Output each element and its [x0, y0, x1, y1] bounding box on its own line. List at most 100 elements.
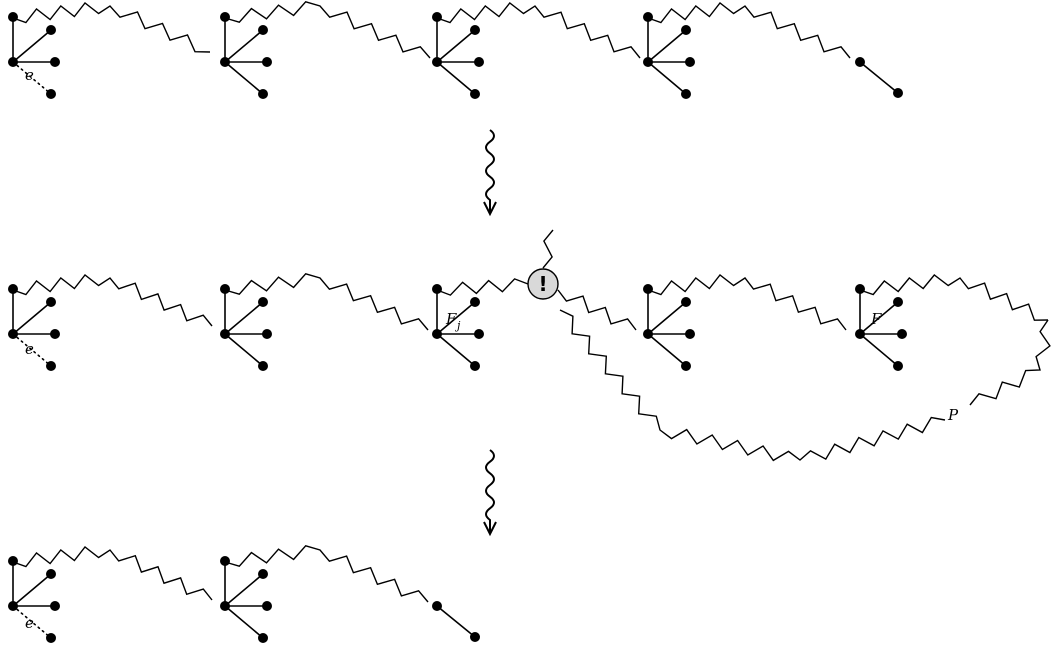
top-star-1-leaf-node-3: [258, 89, 268, 99]
mid-star-0-edge-1: [12, 301, 52, 335]
bottom-star-0-leaf-node-1: [46, 569, 56, 579]
top-star-1-leaf-node-0: [220, 12, 230, 22]
mid-star-3-root-node: [643, 329, 653, 339]
bottom-star-1-leaf-node-0: [220, 556, 230, 566]
edge-label-e-top: e: [25, 66, 34, 84]
top-star-3-leaf-node-1: [681, 25, 691, 35]
top-star-3-root-node: [643, 57, 653, 67]
mid-star-1-edge-3: [224, 333, 264, 367]
mid-star-2-leaf-node-1: [470, 297, 480, 307]
mid-star-1-leaf-node-0: [220, 284, 230, 294]
mid-star-3-leaf-node-0: [643, 284, 653, 294]
mid-zigzag-2: [224, 273, 429, 331]
vertices: [8, 12, 907, 643]
mid-star-0-leaf-node-2: [50, 329, 60, 339]
arrow-top-to-middle-shaft: [485, 129, 495, 212]
mid-star-4-edge-1: [859, 301, 899, 335]
bottom-star-0-leaf-node-3: [46, 633, 56, 643]
top-star-3-leaf-node-3: [681, 89, 691, 99]
bottom-star-1-leaf-node-3: [258, 633, 268, 643]
mid-star-3-edge-3: [647, 333, 687, 367]
bottom-star-1-leaf-node-2: [262, 601, 272, 611]
mid-star-4-leaf-node-0: [855, 284, 865, 294]
mid-star-4-root-node: [855, 329, 865, 339]
top-tail-node-b: [893, 88, 903, 98]
mid-zigzag-P-right: [969, 319, 1051, 406]
path-label-P: P: [947, 406, 959, 424]
mid-star-4-leaf-node-2: [897, 329, 907, 339]
mid-star-2-leaf-node-3: [470, 361, 480, 371]
mid-star-3-leaf-node-1: [681, 297, 691, 307]
mid-star-1-leaf-node-3: [258, 361, 268, 371]
top-star-1-root-node: [220, 57, 230, 67]
mid-star-1-root-node: [220, 329, 230, 339]
conflict-marker: !: [527, 268, 559, 300]
conflict-marker-label: !: [538, 272, 547, 296]
mid-star-4-leaf-node-3: [893, 361, 903, 371]
top-star-2-leaf-node-3: [470, 89, 480, 99]
bottom-tail-node-a: [432, 601, 442, 611]
bottom-zigzag-1: [12, 546, 213, 601]
top-star-3-edge-3: [647, 61, 687, 95]
mid-zigzag-to-marker: [436, 278, 529, 296]
top-star-2-leaf-node-1: [470, 25, 480, 35]
mid-star-0-leaf-node-0: [8, 284, 18, 294]
mid-star-0-leaf-node-1: [46, 297, 56, 307]
bottom-star-0-leaf-node-0: [8, 556, 18, 566]
top-star-1-leaf-node-2: [262, 57, 272, 67]
top-star-0-leaf-node-2: [50, 57, 60, 67]
mid-star-2-leaf-node-0: [432, 284, 442, 294]
mid-star-4-edge-3: [859, 333, 899, 367]
top-tail-edge: [859, 61, 899, 94]
top-star-0-leaf-node-3: [46, 89, 56, 99]
mid-star-1-leaf-node-2: [262, 329, 272, 339]
top-star-2-leaf-node-2: [474, 57, 484, 67]
mid-star-2-leaf-node-2: [474, 329, 484, 339]
bottom-zigzag-2: [224, 545, 429, 603]
mid-star-1-leaf-node-1: [258, 297, 268, 307]
bottom-star-1-edge-3: [224, 605, 264, 639]
transition-arrows: [483, 129, 497, 537]
bottom-star-1-root-node: [220, 601, 230, 611]
mid-star-2-edge-3: [436, 333, 476, 367]
top-tail-node-a: [855, 57, 865, 67]
top-zigzag-2: [224, 1, 431, 59]
top-star-2-edge-3: [436, 61, 476, 95]
top-star-0-edge-1: [12, 29, 52, 63]
top-star-2-leaf-node-0: [432, 12, 442, 22]
top-star-2-edge-1: [436, 29, 476, 63]
mid-star-2-edge-1: [436, 301, 476, 335]
bottom-star-0-leaf-node-2: [50, 601, 60, 611]
mid-zigzag-5: [859, 274, 1049, 321]
bottom-tail-node-b: [470, 632, 480, 642]
top-star-3-leaf-node-0: [643, 12, 653, 22]
edge-label-e-bottom: e: [25, 614, 34, 632]
top-star-1-edge-3: [224, 61, 264, 95]
mid-star-3-edge-1: [647, 301, 687, 335]
mid-star-0-leaf-node-3: [46, 361, 56, 371]
zigzag-paths: [12, 1, 1051, 603]
top-star-0-root-node: [8, 57, 18, 67]
top-star-3-leaf-node-2: [685, 57, 695, 67]
mid-star-0-root-node: [8, 329, 18, 339]
mid-star-3-leaf-node-3: [681, 361, 691, 371]
arrow-middle-to-bottom-head: [483, 521, 497, 537]
mid-star-2-root-node: [432, 329, 442, 339]
bottom-tail-edge: [436, 605, 476, 638]
mid-star-3-leaf-node-2: [685, 329, 695, 339]
bottom-star-1-edge-1: [224, 573, 264, 607]
top-star-1-leaf-node-1: [258, 25, 268, 35]
mid-zigzag-4: [647, 274, 847, 331]
straight-edges: [12, 17, 902, 639]
mid-zigzag-from-marker: [557, 289, 637, 331]
top-star-1-edge-1: [224, 29, 264, 63]
mid-zigzag-P-bottom: [559, 309, 946, 462]
forest-label-Fj-main: F: [445, 310, 457, 328]
forest-label-F: F: [870, 310, 882, 328]
edge-label-e-middle: e: [25, 340, 34, 358]
forest-label-Fj-subscript: j: [454, 319, 461, 332]
arrow-top-to-middle-head: [483, 201, 497, 217]
top-star-2-root-node: [432, 57, 442, 67]
mid-zigzag-1: [12, 274, 213, 327]
